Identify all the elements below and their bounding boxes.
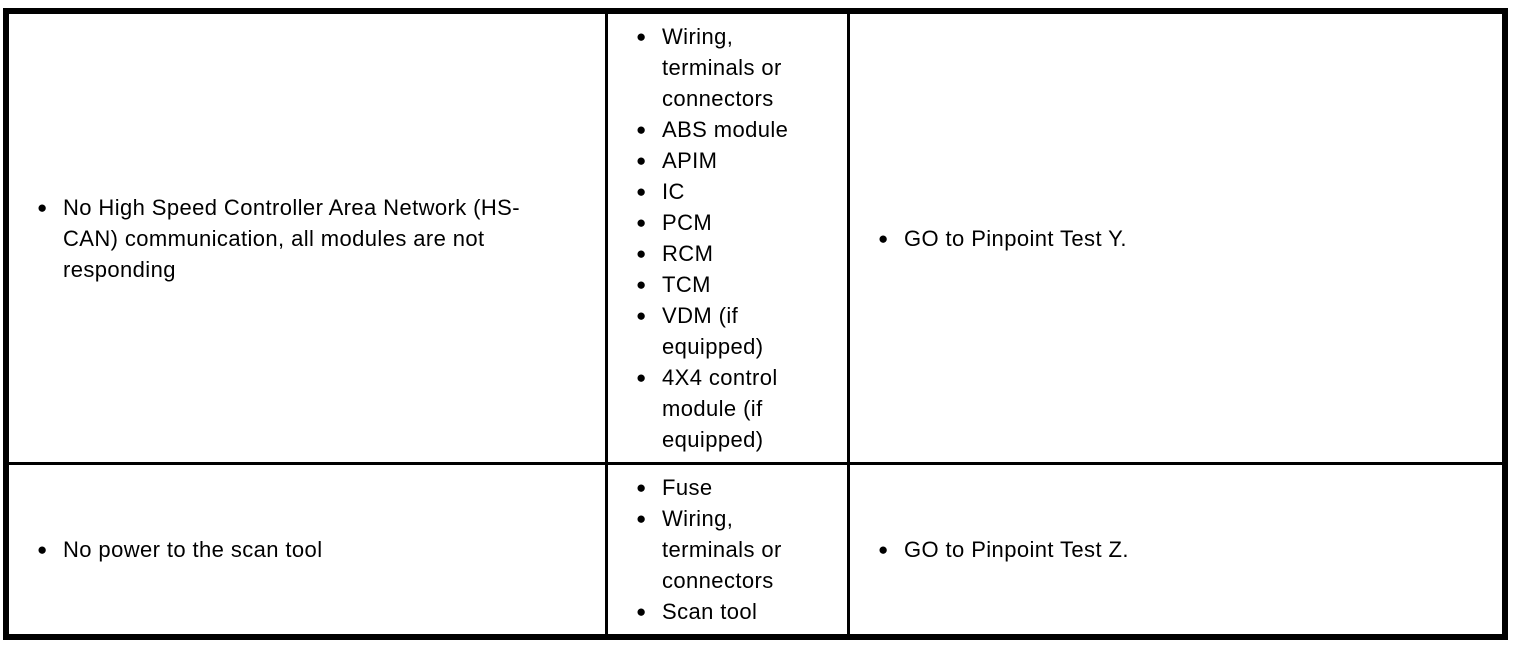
bullet-icon: ● bbox=[636, 478, 647, 497]
list-item-text: RCM bbox=[662, 241, 714, 266]
action-cell: ● GO to Pinpoint Test Z. bbox=[850, 465, 1502, 634]
bullet-icon: ● bbox=[636, 151, 647, 170]
list-item-text: Fuse bbox=[662, 475, 713, 500]
possible-sources-cell: ● Fuse ● Wiring, terminals or connectors ● Sc… bbox=[608, 465, 850, 634]
list-item: ● GO to Pinpoint Test Z. bbox=[878, 534, 1482, 565]
bullet-list: ● Fuse ● Wiring, terminals or connectors ● Sc… bbox=[608, 472, 792, 627]
bullet-list: ● No power to the scan tool bbox=[9, 534, 548, 565]
list-item-text: GO to Pinpoint Test Z. bbox=[904, 537, 1129, 562]
list-item: ● Wiring, terminals or connectors bbox=[636, 21, 792, 114]
list-item-text: No power to the scan tool bbox=[63, 537, 323, 562]
bullet-list: ● GO to Pinpoint Test Z. bbox=[850, 534, 1482, 565]
bullet-icon: ● bbox=[37, 540, 48, 559]
symptom-cell: ● No power to the scan tool bbox=[9, 465, 608, 634]
list-item: ● No High Speed Controller Area Network (… bbox=[37, 192, 548, 285]
bullet-icon: ● bbox=[636, 244, 647, 263]
symptom-chart-table: ● No High Speed Controller Area Network (… bbox=[3, 8, 1508, 640]
list-item: ● IC bbox=[636, 176, 792, 207]
bullet-list: ● No High Speed Controller Area Network (… bbox=[9, 192, 548, 285]
bullet-icon: ● bbox=[636, 275, 647, 294]
list-item-text: No High Speed Controller Area Network (H… bbox=[63, 194, 520, 282]
bullet-icon: ● bbox=[636, 368, 647, 387]
bullet-icon: ● bbox=[636, 602, 647, 621]
list-item-text: APIM bbox=[662, 148, 718, 173]
list-item: ● Fuse bbox=[636, 472, 792, 503]
list-item-text: VDM (if equipped) bbox=[662, 303, 764, 359]
list-item: ● PCM bbox=[636, 207, 792, 238]
bullet-icon: ● bbox=[878, 540, 889, 559]
possible-sources-cell: ● Wiring, terminals or connectors ● ABS mod… bbox=[608, 14, 850, 465]
list-item: ● VDM (if equipped) bbox=[636, 300, 792, 362]
bullet-icon: ● bbox=[636, 509, 647, 528]
list-item: ● ABS module bbox=[636, 114, 792, 145]
bullet-icon: ● bbox=[636, 306, 647, 325]
list-item: ● Scan tool bbox=[636, 596, 792, 627]
list-item-text: TCM bbox=[662, 272, 711, 297]
action-cell: ● GO to Pinpoint Test Y. bbox=[850, 14, 1502, 465]
list-item-text: Wiring, terminals or connectors bbox=[662, 24, 782, 111]
table-row: ● No High Speed Controller Area Network (… bbox=[9, 14, 1502, 465]
bullet-list: ● GO to Pinpoint Test Y. bbox=[850, 223, 1482, 254]
bullet-icon: ● bbox=[878, 228, 889, 248]
list-item: ● APIM bbox=[636, 145, 792, 176]
list-item: ● Wiring, terminals or connectors bbox=[636, 503, 792, 596]
bullet-list: ● Wiring, terminals or connectors ● ABS mod… bbox=[608, 21, 792, 455]
list-item: ● GO to Pinpoint Test Y. bbox=[878, 223, 1482, 254]
bullet-icon: ● bbox=[636, 120, 647, 139]
list-item-text: 4X4 control module (if equipped) bbox=[662, 365, 778, 452]
list-item: ● No power to the scan tool bbox=[37, 534, 548, 565]
list-item-text: ABS module bbox=[662, 117, 789, 142]
list-item-text: GO to Pinpoint Test Y. bbox=[904, 225, 1127, 251]
table-body: ● No High Speed Controller Area Network (… bbox=[9, 14, 1502, 634]
bullet-icon: ● bbox=[636, 182, 647, 201]
list-item: ● 4X4 control module (if equipped) bbox=[636, 362, 792, 455]
symptom-cell: ● No High Speed Controller Area Network (… bbox=[9, 14, 608, 465]
list-item-text: Scan tool bbox=[662, 599, 758, 624]
table-row: ● No power to the scan tool ● Fuse ● Wiring, … bbox=[9, 465, 1502, 634]
list-item-text: Wiring, terminals or connectors bbox=[662, 506, 782, 593]
list-item-text: IC bbox=[662, 179, 685, 204]
list-item: ● TCM bbox=[636, 269, 792, 300]
bullet-icon: ● bbox=[636, 27, 647, 46]
bullet-icon: ● bbox=[636, 213, 647, 232]
bullet-icon: ● bbox=[37, 197, 48, 217]
list-item: ● RCM bbox=[636, 238, 792, 269]
list-item-text: PCM bbox=[662, 210, 713, 235]
